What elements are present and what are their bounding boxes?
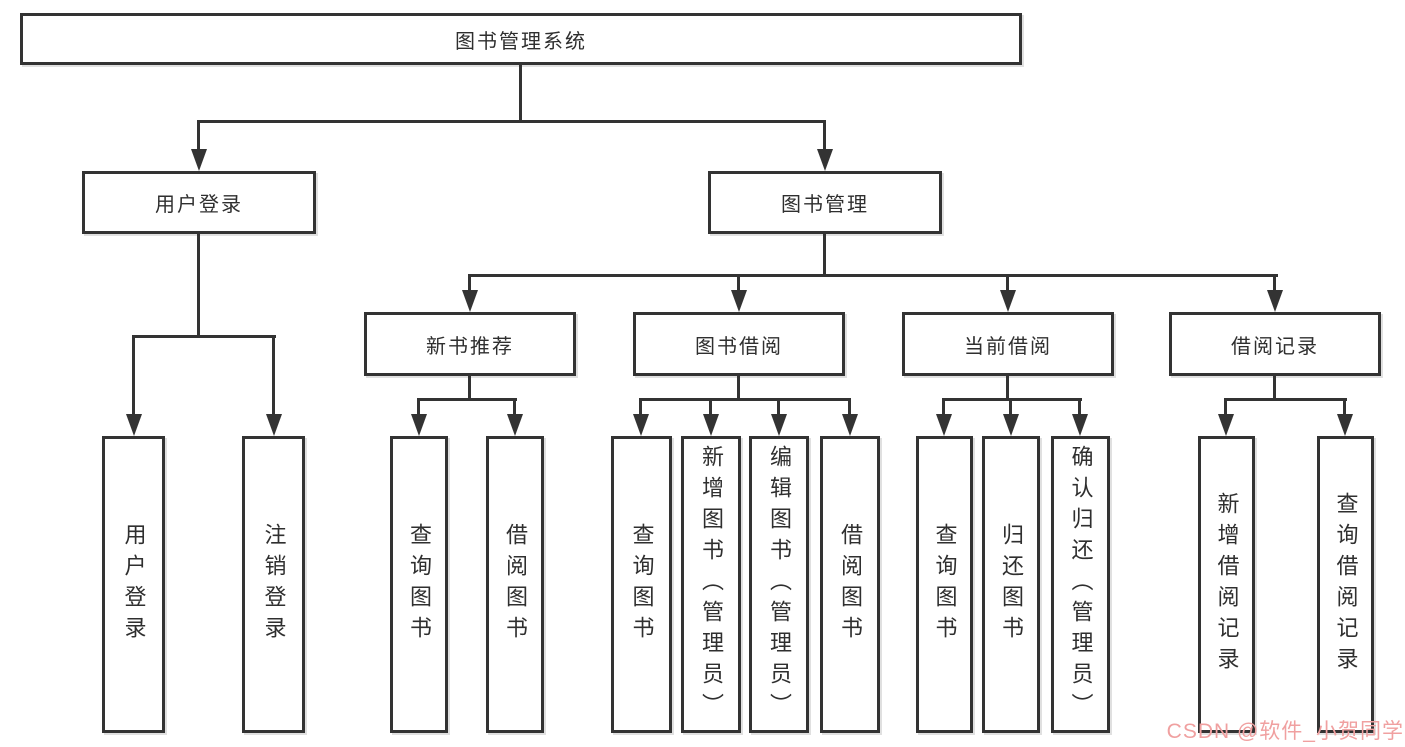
leaf-query-books-1-label: 查询图书 (407, 522, 432, 647)
leaf-borrow-books-1-label: 借阅图书 (503, 522, 528, 647)
arrowhead-down-icon (266, 414, 282, 436)
leaf-query-books-3-label: 查询图书 (932, 522, 958, 647)
node-current-borrow-label: 当前借阅 (964, 335, 1052, 358)
arrowhead-down-icon (771, 414, 787, 436)
node-book-management-label: 图书管理 (781, 194, 869, 216)
node-user-login-label: 用户登录 (155, 194, 243, 216)
leaf-edit-book-admin-label: 编辑图书（管理员） (767, 445, 792, 724)
arrowhead-down-icon (1337, 414, 1353, 436)
arrowhead-down-icon (411, 414, 427, 436)
connector-vline (1006, 274, 1009, 293)
node-book-borrow-label: 图书借阅 (695, 335, 783, 358)
leaf-logout: 注销登录 (242, 436, 305, 733)
arrowhead-down-icon (842, 414, 858, 436)
arrowhead-down-icon (462, 290, 478, 312)
arrowhead-down-icon (936, 414, 952, 436)
leaf-logout-label: 注销登录 (261, 522, 287, 647)
connector-vline (737, 376, 740, 401)
leaf-user-login: 用户登录 (102, 436, 165, 733)
connector-vline (639, 398, 642, 417)
arrowhead-down-icon (1218, 414, 1234, 436)
arrowhead-down-icon (507, 414, 523, 436)
node-user-login: 用户登录 (82, 171, 316, 234)
leaf-query-books-3: 查询图书 (916, 436, 973, 733)
node-borrow-records: 借阅记录 (1169, 312, 1381, 376)
connector-vline (942, 398, 945, 417)
connector-vline (197, 234, 200, 338)
node-new-book-recommend: 新书推荐 (364, 312, 576, 376)
connector-vline (519, 65, 522, 123)
leaf-query-borrow-record-label: 查询借阅记录 (1333, 491, 1359, 678)
connector-hline (417, 398, 517, 401)
leaf-add-borrow-record: 新增借阅记录 (1198, 436, 1255, 733)
connector-vline (468, 376, 471, 401)
connector-vline (823, 234, 826, 277)
connector-vline (513, 398, 516, 417)
connector-hline (1224, 398, 1347, 401)
arrowhead-down-icon (817, 149, 833, 171)
connector-hline (639, 398, 850, 401)
connector-vline (709, 398, 712, 417)
leaf-borrow-books-2: 借阅图书 (820, 436, 880, 733)
connector-vline (272, 335, 275, 417)
connector-vline (468, 274, 471, 293)
leaf-return-book-label: 归还图书 (999, 522, 1024, 647)
arrowhead-down-icon (191, 149, 207, 171)
connector-vline (417, 398, 420, 417)
arrowhead-down-icon (1000, 290, 1016, 312)
arrowhead-down-icon (731, 290, 747, 312)
connector-vline (1343, 398, 1346, 417)
leaf-confirm-return-admin: 确认归还（管理员） (1051, 436, 1110, 733)
watermark-text: CSDN @软件_小贺同学 (1166, 720, 1404, 743)
leaf-query-borrow-record: 查询借阅记录 (1317, 436, 1374, 733)
leaf-borrow-books-2-label: 借阅图书 (838, 522, 863, 647)
node-current-borrow: 当前借阅 (902, 312, 1114, 376)
leaf-add-book-admin: 新增图书（管理员） (681, 436, 741, 733)
leaf-query-books-1: 查询图书 (390, 436, 448, 733)
node-borrow-records-label: 借阅记录 (1231, 335, 1319, 358)
arrowhead-down-icon (126, 414, 142, 436)
arrowhead-down-icon (1003, 414, 1019, 436)
connector-hline (197, 120, 826, 123)
connector-hline (468, 274, 1278, 277)
connector-vline (848, 398, 851, 417)
leaf-borrow-books-1: 借阅图书 (486, 436, 544, 733)
arrowhead-down-icon (1267, 290, 1283, 312)
connector-vline (1273, 274, 1276, 293)
connector-hline (132, 335, 276, 338)
node-root-label: 图书管理系统 (455, 30, 587, 53)
connector-vline (132, 335, 135, 417)
connector-vline (777, 398, 780, 417)
leaf-confirm-return-admin-label: 确认归还（管理员） (1068, 445, 1094, 724)
leaf-query-books-2-label: 查询图书 (629, 522, 655, 647)
connector-vline (823, 120, 826, 152)
arrowhead-down-icon (703, 414, 719, 436)
arrowhead-down-icon (1072, 414, 1088, 436)
node-book-borrow: 图书借阅 (633, 312, 845, 376)
leaf-add-borrow-record-label: 新增借阅记录 (1214, 491, 1240, 678)
leaf-user-login-label: 用户登录 (121, 522, 147, 647)
connector-vline (737, 274, 740, 293)
connector-vline (1009, 398, 1012, 417)
connector-vline (197, 120, 200, 152)
leaf-query-books-2: 查询图书 (611, 436, 672, 733)
node-book-management: 图书管理 (708, 171, 942, 234)
node-new-book-recommend-label: 新书推荐 (426, 335, 514, 358)
connector-vline (1273, 376, 1276, 401)
leaf-add-book-admin-label: 新增图书（管理员） (699, 445, 724, 724)
connector-vline (1224, 398, 1227, 417)
leaf-return-book: 归还图书 (982, 436, 1040, 733)
leaf-edit-book-admin: 编辑图书（管理员） (749, 436, 809, 733)
arrowhead-down-icon (633, 414, 649, 436)
connector-vline (1006, 376, 1009, 401)
connector-hline (942, 398, 1082, 401)
node-root: 图书管理系统 (20, 13, 1022, 65)
connector-vline (1078, 398, 1081, 417)
